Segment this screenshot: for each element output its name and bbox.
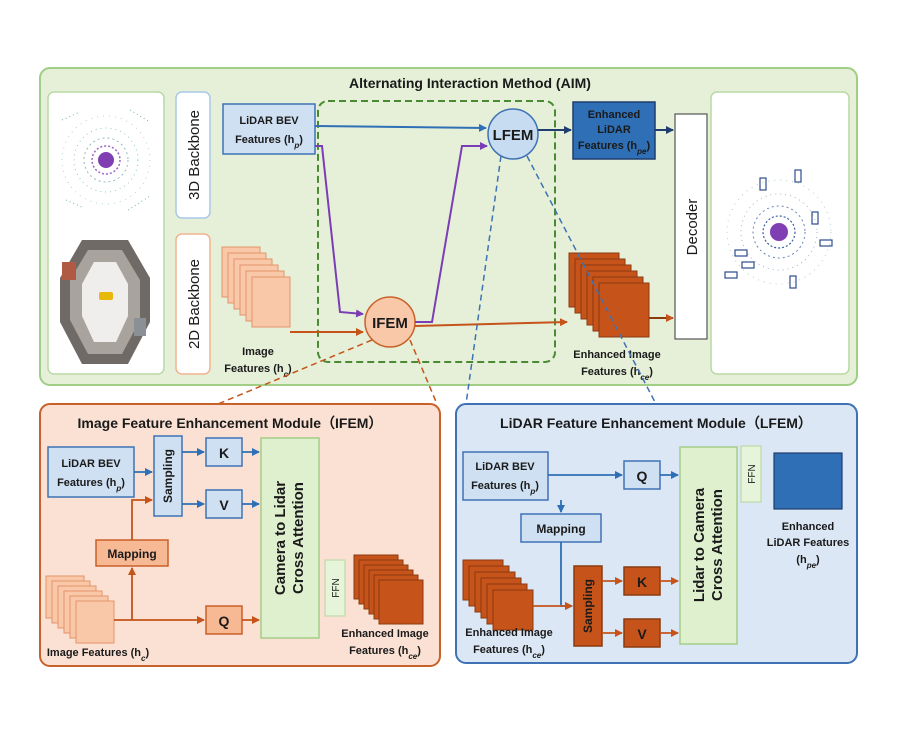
interaction-dashed-region (317, 100, 556, 363)
lfem-lidar-bev-box (462, 451, 549, 501)
lfem-mapping-box (520, 513, 602, 543)
lfem-enhanced-lidar-box (773, 452, 843, 510)
aim-image-features-line1: Image (242, 346, 274, 358)
ifem-image-features-stack (45, 575, 115, 644)
ifem-ffn-label: FFN (331, 578, 342, 597)
aim-lfem-label: LFEM (493, 127, 534, 144)
lfem-ffn-label: FFN (747, 464, 758, 483)
aim-lfem-node (487, 108, 539, 160)
2d-backbone-box (175, 233, 211, 375)
arrow-ifem-to-enhanced-image (414, 318, 568, 327)
lfem-enhanced-lidar-line1: Enhanced (782, 521, 835, 533)
ifem-enhanced-image-stack (353, 554, 424, 625)
lfem-v-label: V (637, 626, 647, 642)
ifem-sampling-box (153, 435, 183, 517)
ifem-module-title: Image Feature Enhancement Module（IFEM） (78, 415, 383, 431)
lidar-pointcloud-image (61, 109, 151, 211)
aim-title: Alternating Interaction Method (AIM) (349, 75, 591, 91)
aim-enhanced-lidar-line2: LiDAR (597, 124, 631, 136)
aim-enhanced-lidar-line3: Features (hpe) (578, 140, 651, 156)
lfem-lidar-bev-line1: LiDAR BEV (475, 461, 535, 473)
lfem-cross-attention-line1: Lidar to Camera (691, 487, 708, 602)
ifem-enhanced-image-line1: Enhanced Image (341, 628, 428, 640)
ifem-k-label: K (219, 445, 229, 461)
lfem-sampling-label: Sampling (581, 579, 595, 633)
arrow-ifem-to-lfem (415, 142, 488, 323)
zoom-line-lfem-right (526, 155, 657, 405)
2d-backbone-label: 2D Backbone (186, 259, 203, 349)
ifem-q-label: Q (219, 613, 230, 629)
aim-ifem-label: IFEM (372, 315, 408, 332)
ifem-v-label: V (219, 497, 229, 513)
ifem-sampling-label: Sampling (161, 449, 175, 503)
aim-lidar-bev-line2: Features (hp) (235, 134, 303, 150)
lfem-enhanced-image-line1: Enhanced Image (465, 627, 552, 639)
camera-surround-image (60, 240, 150, 364)
lfem-module-title: LiDAR Feature Enhancement Module（LFEM） (500, 415, 812, 431)
lfem-k-label: K (637, 574, 647, 590)
ifem-mapping-label: Mapping (107, 547, 156, 561)
lfem-cross-attention-box (679, 446, 738, 645)
ifem-q-box (205, 605, 243, 635)
lfem-q-label: Q (637, 468, 648, 484)
ifem-image-features-label: Image Features (hc) (47, 647, 150, 663)
ifem-arrow-mapping-to-sampling (131, 496, 153, 540)
ifem-enhanced-image-line2: Features (hce) (349, 645, 421, 661)
aim-enhanced-image-stack (568, 252, 650, 338)
aim-enhanced-image-line1: Enhanced Image (573, 349, 660, 361)
ifem-cross-attention-line2: Cross Attention (290, 482, 307, 594)
3d-backbone-label: 3D Backbone (186, 110, 203, 200)
output-detection-image (724, 169, 833, 289)
lfem-enhanced-lidar-line2: LiDAR Features (767, 537, 850, 549)
arrow-bev-to-ifem (315, 145, 364, 318)
aim-image-features-line2: Features (hc) (224, 363, 292, 379)
lfem-lidar-bev-line2: Features (hp) (471, 480, 539, 496)
zoom-line-ifem-right (409, 339, 438, 405)
decoder-label: Decoder (684, 199, 701, 256)
aim-lidar-bev-line1: LiDAR BEV (239, 115, 299, 127)
lfem-cross-attention-line2: Cross Attention (709, 489, 726, 601)
ifem-lidar-bev-box (47, 446, 135, 498)
aim-enhanced-image-line2: Features (hce) (581, 366, 653, 382)
ifem-mapping-box (95, 539, 169, 567)
ifem-lidar-bev-line1: LiDAR BEV (61, 458, 121, 470)
decoder-box (674, 113, 708, 340)
aim-enhanced-lidar-box (572, 101, 656, 160)
aim-enhanced-lidar-line1: Enhanced (588, 109, 641, 121)
zoom-line-lfem-left (465, 155, 502, 405)
ifem-cross-attention-line1: Camera to Lidar (272, 481, 289, 595)
ifem-cross-attention-box (260, 437, 320, 639)
lfem-sampling-box (573, 565, 603, 647)
lfem-enhanced-image-stack (462, 559, 534, 631)
aim-lidar-bev-box (222, 103, 316, 155)
zoom-line-ifem-left (217, 339, 373, 405)
lfem-mapping-label: Mapping (536, 522, 585, 536)
ifem-v-box (205, 489, 243, 519)
lfem-q-box (623, 460, 661, 490)
arrow-bev-to-lfem (314, 123, 487, 132)
ifem-lidar-bev-line2: Features (hp) (57, 477, 125, 493)
lfem-enhanced-image-line2: Features (hce) (473, 644, 545, 660)
aim-image-features-stack (221, 246, 291, 328)
lfem-ffn-box (740, 445, 762, 503)
lfem-enhanced-lidar-line3: (hpe) (796, 554, 820, 570)
ifem-ffn-box (324, 559, 346, 617)
3d-backbone-box (175, 91, 211, 219)
